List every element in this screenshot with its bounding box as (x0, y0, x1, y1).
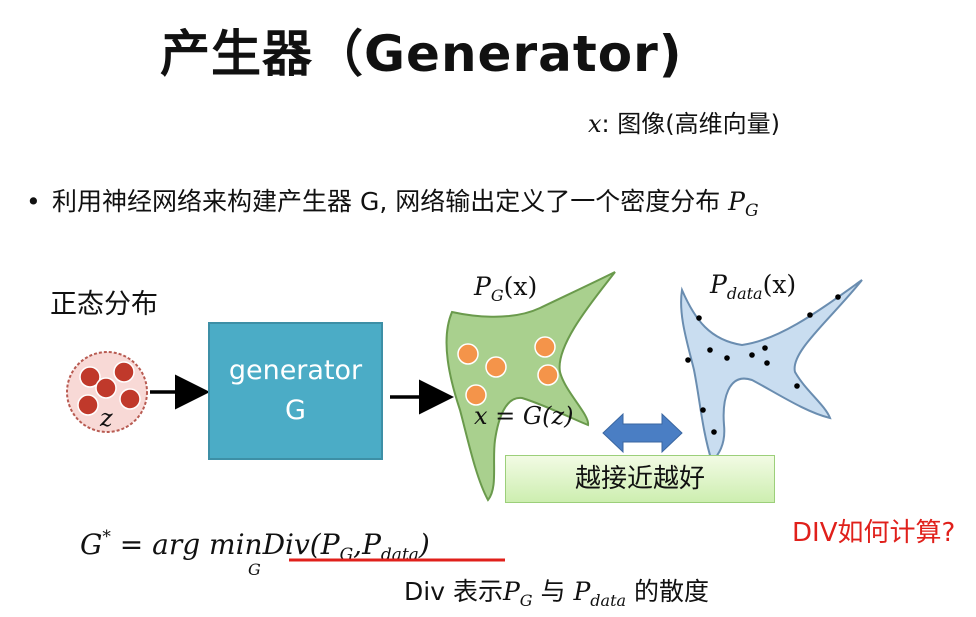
bullet-dot-icon: • (26, 187, 41, 216)
x-definition-note: x: 图像(高维向量) (588, 104, 780, 139)
pg-distribution-blob (445, 271, 616, 502)
generator-box: generator G (208, 322, 383, 460)
bullet-text: 利用神经网络来构建产生器 G, 网络输出定义了一个密度分布 (52, 187, 729, 216)
bullet-math-p: P (728, 187, 745, 216)
objective-formula: G* = arg minDiv(PG,Pdata) (80, 527, 430, 565)
div-question: DIV如何计算? (792, 518, 956, 548)
closer-is-better-box: 越接近越好 (505, 455, 775, 503)
pdata-sample-dots (685, 294, 841, 435)
pg-sample-dots (457, 336, 559, 406)
pg-label: PG(x) (473, 272, 537, 305)
normal-distribution-label: 正态分布 (50, 289, 158, 320)
z-distribution-icon (66, 351, 148, 433)
z-symbol: z (99, 404, 113, 432)
pdata-label: Pdata(x) (709, 270, 796, 303)
double-arrow-icon (602, 412, 683, 454)
bullet-math-sub: G (745, 201, 759, 221)
bullet-item: • 利用神经网络来构建产生器 G, 网络输出定义了一个密度分布 PG (26, 182, 759, 221)
generator-symbol: G (285, 395, 306, 426)
page-title: 产生器（Generator) (160, 25, 683, 83)
div-explanation: Div 表示PG 与 Pdata 的散度 (404, 577, 709, 610)
formula-min-subscript: G (248, 560, 261, 579)
x-equals-gz: x = G(z) (474, 402, 573, 430)
generator-label: generator (228, 355, 363, 386)
x-variable: x (588, 110, 602, 138)
pdata-distribution-blob (680, 279, 863, 465)
x-description: : 图像(高维向量) (601, 110, 780, 138)
